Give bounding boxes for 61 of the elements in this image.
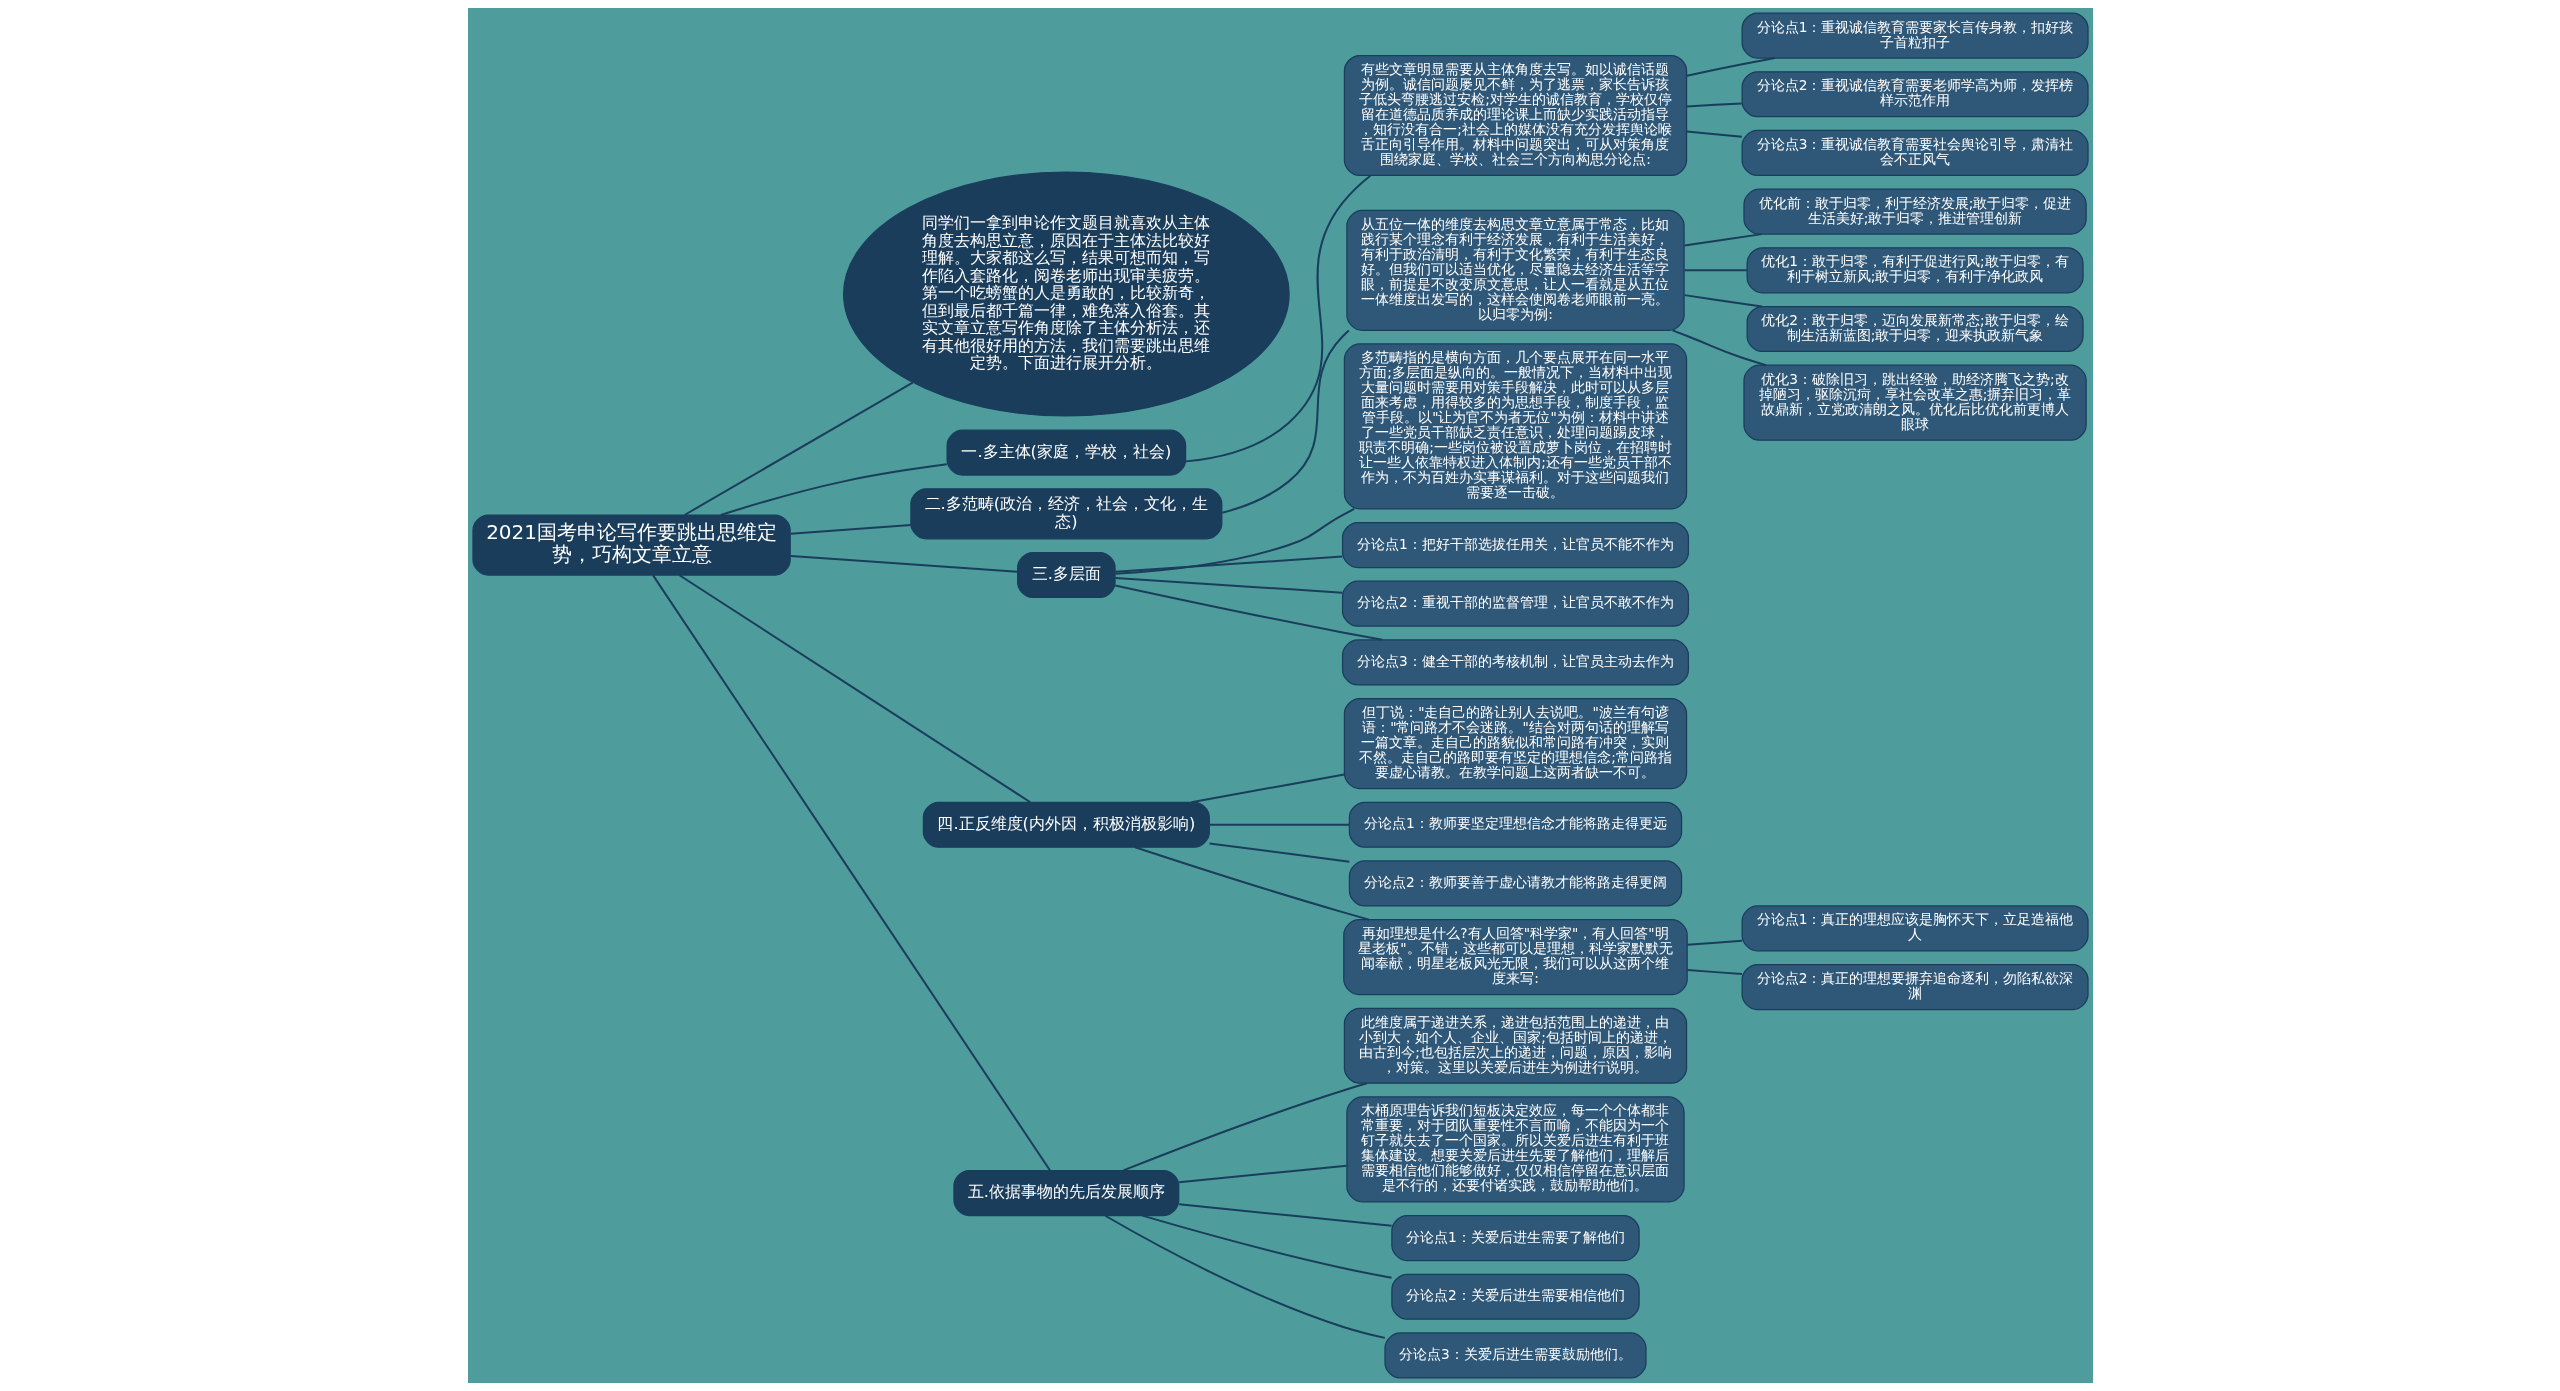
node-box: 四.正反维度(内外因，积极消极影响) <box>922 801 1210 848</box>
connector <box>1685 130 1743 138</box>
node-box: 分论点2：重视诚信教育需要老师学高为师，发挥榜样示范作用 <box>1741 71 2089 118</box>
node-box: 再如理想是什么?有人回答"科学家"，有人回答"明星老板"。不错，这些都可以是理想，科学家默默无闻奉献，明星老板风光无限，我们可以从这两个维度来写: <box>1342 919 1688 996</box>
node-box: 优化3：破除旧习，跳出经验，助经济腾飞之势;改掉陋习，驱除沉疴，享社会改革之惠;摒弃旧习，革故鼎新，立党政清朗之风。优化后比优化前更博人眼球 <box>1742 364 2087 441</box>
connector <box>789 523 912 535</box>
connector <box>1683 294 1763 308</box>
connector <box>1683 233 1763 247</box>
node-box: 分论点3：重视诚信教育需要社会舆论引导，肃清社会不正风气 <box>1741 129 2089 177</box>
node-box: 分论点3：健全干部的考核机制，让官员主动去作为 <box>1341 639 1689 686</box>
connector <box>1133 846 1370 921</box>
node-box: 优化1：敢于归零，有利于促进行风;敢于归零，有利于树立新风;敢于归零，有利于净化政风 <box>1746 247 2084 294</box>
node-box: 分论点1：真正的理想应该是胸怀天下，立足造福他人 <box>1741 905 2089 952</box>
connector <box>1184 174 1371 463</box>
node-box: 分论点2：真正的理想要摒弃追命逐利，勿陷私欲深渊 <box>1741 963 2089 1011</box>
node-box: 分论点1：重视诚信教育需要家长言传身教，扣好孩子首粒扣子 <box>1741 12 2089 59</box>
connector <box>1685 969 1743 976</box>
connector <box>1220 329 1350 514</box>
connector <box>789 555 1018 573</box>
connector <box>1113 584 1383 641</box>
node-box: 五.依据事物的先后发展顺序 <box>952 1170 1179 1217</box>
node-box: 分论点1：关爱后进生需要了解他们 <box>1390 1214 1640 1262</box>
connector <box>1177 1203 1393 1227</box>
connector <box>1121 1082 1368 1172</box>
node-box: 此维度属于递进关系，递进包括范围上的递进，由小到大，如个人、企业、国家;包括时间上的递进，由古到今;也包括层次上的递进，问题，原因，影响，对策。这里以关爱后进生为例进行说明。 <box>1343 1007 1687 1084</box>
node-box: 木桶原理告诉我们短板决定效应，每一个个体都非常重要，对于团队重要性不言而喻，不能因为一个钉子就失去了一个国家。所以关爱后进生有利于班集体建设。想要关爱后进生先要了解他们，理解后需要相信他们能够做好，仅仅相信停留在意识层面是不行的，还要付诸实践，鼓励帮助他们。 <box>1345 1096 1685 1203</box>
node-box: 多范畴指的是横向方面，几个要点展开在同一水平方面;多层面是纵向的。一般情况下，当材料中出现大量问题时需要用对策手段解决，此时可以从多层面来考虑，用得较多的为思想手段，制度手段，监管手段。以"让为官不为者无位"为例：材料中讲述了一些党员干部缺乏责任意识，处理问题踢皮球，职责不明确;一些岗位被设置成萝卜岗位，在招聘时让一些人依靠特权进入体制内;还有一些党员干部不作为，不为百姓办实事谋福利。对于这些问题我们需要逐一击破。 <box>1343 343 1687 510</box>
node-box: 但丁说："走自己的路让别人去说吧。"波兰有句谚语："常问路才不会迷路。"结合对两句话的理解写一篇文章。走自己的路貌似和常问路有冲突，实则不然。走自己的路即要有坚定的理想信念;常问路指要虚心请教。在教学问题上这两者缺一不可。 <box>1343 698 1687 790</box>
connector <box>1685 102 1743 108</box>
node-box: 有些文章明显需要从主体角度去写。如以诚信话题为例。诚信问题屡见不鲜，为了逃票，家长告诉孩子低头弯腰逃过安检;对学生的诚信教育，学校仅停留在道德品质养成的理论课上而缺少实践活动指导，知行没有合一;社会上的媒体没有充分发挥舆论喉舌正向引导作用。材料中问题突出，可从对策角度围绕家庭、学校、社会三个方向构思分论点: <box>1343 54 1687 177</box>
connector <box>678 574 1031 804</box>
connector <box>1671 329 1767 367</box>
node-box: 分论点3：关爱后进生需要鼓励他们。 <box>1383 1332 1647 1379</box>
connector <box>1189 773 1345 804</box>
connector <box>651 574 1051 1172</box>
connector <box>683 381 914 516</box>
node-box: 二.多范畴(政治，经济，社会，文化，生态) <box>909 488 1222 540</box>
node-box: 2021国考申论写作要跳出思维定势，巧构文章立意 <box>471 514 791 576</box>
connector <box>1113 577 1343 594</box>
connector <box>1113 507 1355 575</box>
node-box: 分论点1：把好干部选拔任用关，让官员不能不作为 <box>1341 521 1689 569</box>
connector <box>1683 269 1748 272</box>
connector <box>1140 1214 1393 1279</box>
connector <box>1177 1164 1348 1184</box>
connector <box>1103 1214 1386 1339</box>
connector <box>1208 823 1350 826</box>
node-box: 分论点1：教师要坚定理想信念才能将路走得更远 <box>1348 801 1682 848</box>
connector <box>1685 939 1743 946</box>
node-box: 分论点2：教师要善于虚心请教才能将路走得更阔 <box>1348 860 1682 907</box>
node-box: 分论点2：重视干部的监督管理，让官员不敢不作为 <box>1341 580 1689 627</box>
connector <box>1685 57 1776 77</box>
connector <box>1208 842 1350 863</box>
node-box: 优化前：敢于归零，利于经济发展;敢于归零，促进生活美好;敢于归零，推进管理创新 <box>1742 188 2087 235</box>
connector <box>1113 555 1343 573</box>
node-box: 一.多主体(家庭，学校，社会) <box>945 429 1186 476</box>
node-ellipse: 同学们一拿到申论作文题目就喜欢从主体角度去构思立意，原因在于主体法比较好理解。大家都这么写，结果可想而知，写作陷入套路化，阅卷老师出现审美疲劳。第一个吃螃蟹的人是勇敢的，比较新奇，但到最后都千篇一律，难免落入俗套。其实文章立意写作角度除了主体分析法，还有其他很好用的方法，我们需要跳出思维定势。下面进行展开分析。 <box>842 171 1290 417</box>
node-box: 从五位一体的维度去构思文章立意属于常态，比如践行某个理念有利于经济发展，有利于生活美好，有利于政治清明，有利于文化繁荣，有利于生态良好。但我们可以适当优化，尽量隐去经济生活等字眼，前提是不改变原文意思，让人一看就是从五位一体维度出发写的，这样会使阅卷老师眼前一亮。以归零为例: <box>1345 209 1685 331</box>
connector <box>719 463 948 516</box>
node-box: 优化2：敢于归零，迈向发展新常态;敢于归零，绘制生活新蓝图;敢于归零，迎来执政新气象 <box>1746 305 2084 353</box>
node-box: 分论点2：关爱后进生需要相信他们 <box>1390 1273 1640 1320</box>
node-box: 三.多层面 <box>1016 551 1116 599</box>
